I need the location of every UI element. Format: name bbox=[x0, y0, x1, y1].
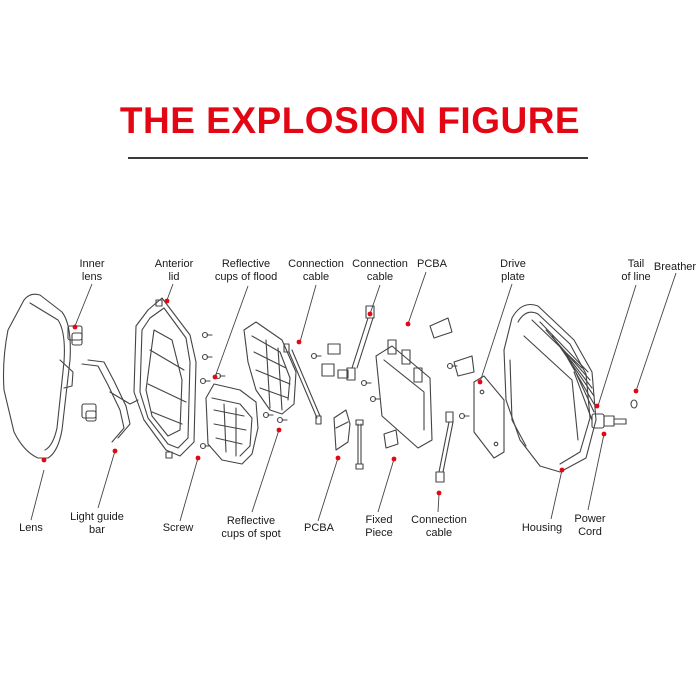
anterior-lid-part bbox=[133, 297, 197, 459]
leader-connection-cable-1 bbox=[299, 284, 317, 343]
breather-part bbox=[630, 399, 638, 409]
connection-cable-3-part bbox=[435, 411, 454, 483]
housing-part bbox=[503, 303, 597, 473]
title-underline bbox=[128, 157, 588, 159]
lens-part bbox=[2, 293, 74, 459]
drive-plate-part bbox=[473, 375, 505, 459]
leader-drive-plate bbox=[479, 283, 513, 383]
leader-pcba-top bbox=[407, 271, 427, 325]
power-cord-part bbox=[591, 413, 627, 429]
leader-fixed-piece bbox=[377, 458, 395, 513]
leader-connection-cable-2 bbox=[369, 284, 381, 315]
label-lens: Lens bbox=[19, 522, 43, 534]
leader-pcba-bottom bbox=[317, 457, 339, 522]
reflective-cups-flood-part bbox=[205, 383, 259, 465]
leader-connection-cable-3 bbox=[437, 493, 440, 513]
light-guide-bar-part bbox=[81, 359, 139, 443]
leader-reflective-cups-spot bbox=[251, 429, 280, 513]
inner-lens-part bbox=[67, 325, 97, 422]
label-breather: Breather bbox=[653, 261, 697, 273]
pcba-bottom-part bbox=[333, 409, 351, 451]
label-pcba-top: PCBA bbox=[417, 258, 447, 270]
connection-cable-1-part bbox=[283, 343, 322, 425]
leader-anterior-lid bbox=[166, 283, 174, 301]
leader-reflective-cups-flood bbox=[214, 285, 249, 378]
leader-light-guide-bar bbox=[97, 450, 116, 509]
pcba-top-part bbox=[375, 339, 433, 449]
standoffs-part bbox=[355, 419, 364, 470]
leader-breather bbox=[635, 272, 677, 392]
label-housing: Housing bbox=[521, 522, 563, 534]
page-title: THE EXPLOSION FIGURE bbox=[119, 100, 581, 141]
leader-power-cord bbox=[587, 433, 605, 511]
reflective-cups-spot-part bbox=[243, 321, 297, 415]
leader-inner-lens bbox=[74, 283, 93, 327]
marker-dots bbox=[41, 298, 639, 496]
leader-lens bbox=[30, 469, 45, 521]
leader-screw bbox=[179, 457, 199, 522]
label-pcba-bottom: PCBA bbox=[304, 522, 334, 534]
connection-cable-2-part bbox=[346, 305, 375, 381]
leader-housing bbox=[550, 469, 563, 520]
connector-small-part bbox=[321, 343, 349, 379]
fixed-piece-part bbox=[383, 317, 475, 449]
label-screw: Screw bbox=[162, 522, 194, 534]
leader-tail-of-line bbox=[597, 284, 637, 407]
screws-part bbox=[199, 331, 470, 450]
